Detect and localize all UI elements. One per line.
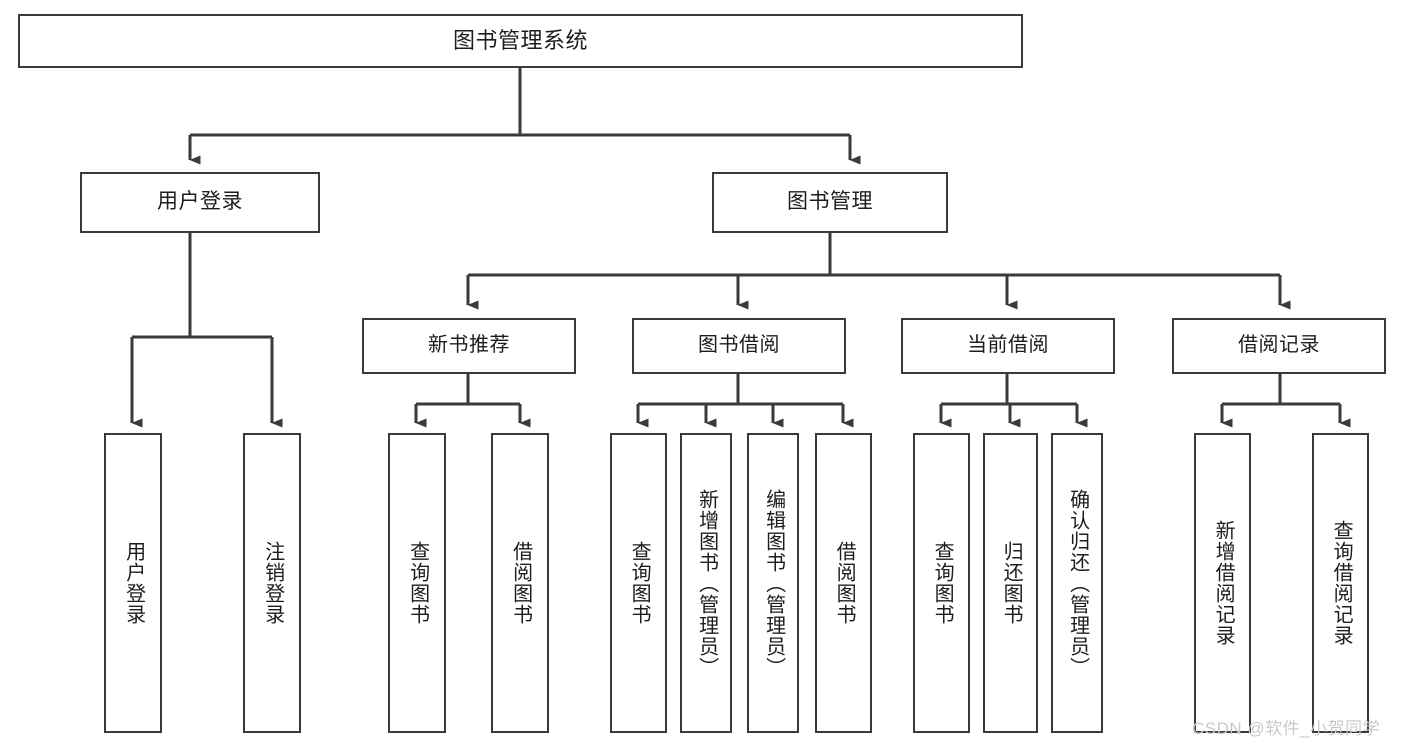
leaf-borrow-book-1-label: 借阅图书 bbox=[509, 541, 532, 625]
leaf-query-record-label: 查询借阅记录 bbox=[1330, 520, 1353, 646]
leaf-borrow-book-2[interactable]: 借阅图书 bbox=[815, 433, 872, 733]
node-book-manage-label: 图书管理 bbox=[787, 190, 873, 214]
leaf-borrow-book-1[interactable]: 借阅图书 bbox=[491, 433, 549, 733]
node-new-book-rec[interactable]: 新书推荐 bbox=[362, 318, 576, 374]
leaf-edit-book[interactable]: 编辑图书（管理员） bbox=[747, 433, 799, 733]
node-current-borrow[interactable]: 当前借阅 bbox=[901, 318, 1115, 374]
leaf-user-login[interactable]: 用户登录 bbox=[104, 433, 162, 733]
leaf-query-book-3[interactable]: 查询图书 bbox=[913, 433, 970, 733]
leaf-add-record-label: 新增借阅记录 bbox=[1212, 520, 1235, 646]
leaf-query-record[interactable]: 查询借阅记录 bbox=[1312, 433, 1369, 733]
watermark-text: CSDN @软件_小贺同学 bbox=[1192, 719, 1381, 738]
node-root[interactable]: 图书管理系统 bbox=[18, 14, 1023, 68]
leaf-borrow-book-2-label: 借阅图书 bbox=[833, 541, 856, 625]
leaf-return-book[interactable]: 归还图书 bbox=[983, 433, 1038, 733]
leaf-return-book-label: 归还图书 bbox=[1000, 541, 1023, 625]
node-user-login-label: 用户登录 bbox=[157, 190, 243, 214]
node-user-login[interactable]: 用户登录 bbox=[80, 172, 320, 233]
leaf-query-book-1-label: 查询图书 bbox=[406, 541, 429, 625]
leaf-user-logout[interactable]: 注销登录 bbox=[243, 433, 301, 733]
leaf-add-book-label: 新增图书（管理员） bbox=[695, 488, 718, 678]
leaf-query-book-3-label: 查询图书 bbox=[931, 541, 954, 625]
leaf-add-book[interactable]: 新增图书（管理员） bbox=[680, 433, 732, 733]
node-book-borrow-label: 图书借阅 bbox=[698, 334, 780, 357]
leaf-query-book-1[interactable]: 查询图书 bbox=[388, 433, 446, 733]
node-book-borrow[interactable]: 图书借阅 bbox=[632, 318, 846, 374]
leaf-confirm-return-label: 确认归还（管理员） bbox=[1066, 488, 1089, 678]
node-book-manage[interactable]: 图书管理 bbox=[712, 172, 948, 233]
node-new-book-rec-label: 新书推荐 bbox=[428, 334, 510, 357]
leaf-user-logout-label: 注销登录 bbox=[261, 541, 284, 625]
leaf-query-book-2-label: 查询图书 bbox=[628, 541, 651, 625]
node-borrow-record-label: 借阅记录 bbox=[1238, 334, 1320, 357]
leaf-add-record[interactable]: 新增借阅记录 bbox=[1194, 433, 1251, 733]
leaf-query-book-2[interactable]: 查询图书 bbox=[610, 433, 667, 733]
leaf-edit-book-label: 编辑图书（管理员） bbox=[762, 488, 785, 678]
leaf-user-login-label: 用户登录 bbox=[122, 541, 145, 625]
leaf-confirm-return[interactable]: 确认归还（管理员） bbox=[1051, 433, 1103, 733]
node-root-label: 图书管理系统 bbox=[452, 28, 588, 54]
node-current-borrow-label: 当前借阅 bbox=[967, 334, 1049, 357]
node-borrow-record[interactable]: 借阅记录 bbox=[1172, 318, 1386, 374]
